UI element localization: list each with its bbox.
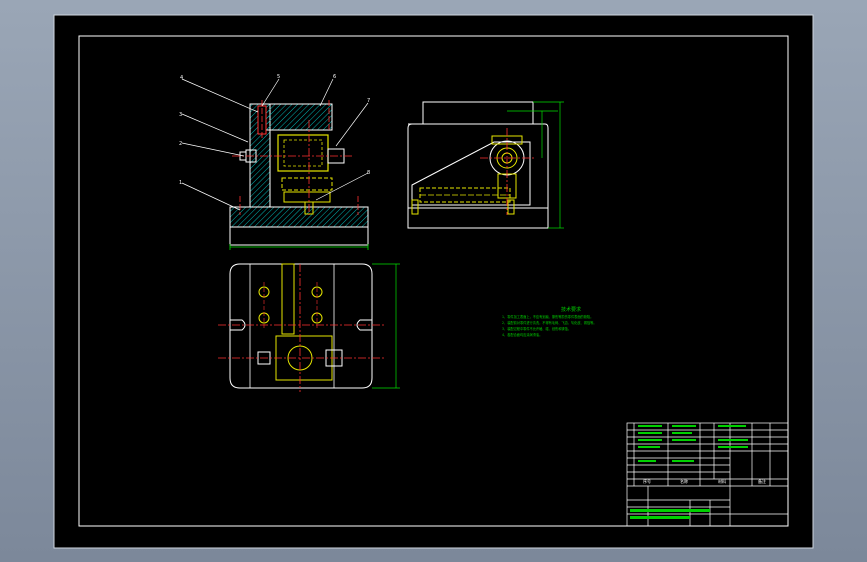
balloon-4: 4 — [180, 75, 183, 81]
balloon-2: 2 — [179, 141, 182, 147]
balloon-3: 3 — [179, 112, 182, 118]
balloon-5: 5 — [277, 74, 280, 80]
title-cell-2: 材料 — [718, 478, 726, 484]
drawing-sheet — [53, 14, 814, 549]
top-view — [218, 263, 400, 392]
balloon-6: 6 — [333, 74, 336, 80]
inner-frame — [78, 35, 789, 527]
front-section-view — [181, 78, 369, 250]
balloon-8: 8 — [367, 170, 370, 176]
notes-line-1: 1、零件加工表面上，不应有划痕、擦伤等损伤零件表面的缺陷。 — [502, 314, 593, 319]
title-block — [626, 422, 789, 527]
notes-line-3: 3、装配过程中零件不允许磕、碰、划伤和锈蚀。 — [502, 326, 571, 331]
notes-line-4: 4、各配合面均应涂润滑油。 — [502, 332, 542, 337]
balloon-7: 7 — [367, 98, 370, 104]
side-view — [407, 101, 564, 229]
notes-title: 技术要求 — [561, 306, 581, 313]
title-cell-1: 名称 — [680, 478, 688, 484]
balloon-1: 1 — [179, 180, 182, 186]
notes-line-2: 2、装配前对零件进行清洗，不得有毛刺、飞边、氧化皮、锈蚀等。 — [502, 320, 596, 325]
title-cell-0: 序号 — [643, 478, 651, 484]
title-cell-3: 备注 — [758, 478, 766, 484]
title-block-text-marks — [630, 425, 748, 519]
